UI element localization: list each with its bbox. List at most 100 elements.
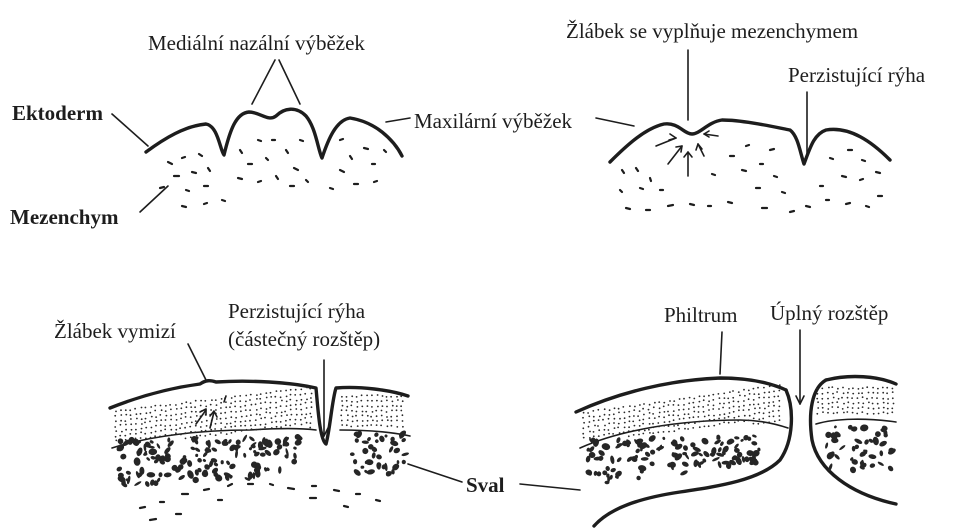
muscle-fiber <box>260 452 266 456</box>
stipple-dot <box>149 421 151 423</box>
stipple-dot <box>206 425 208 427</box>
muscle-fiber <box>875 431 882 438</box>
stipple-dot <box>827 398 829 400</box>
stipple-dot <box>628 426 630 428</box>
stipple-dot <box>235 417 237 419</box>
stipple-dot <box>275 416 277 418</box>
stipple-dot <box>702 406 704 408</box>
stipple-dot <box>704 416 706 418</box>
stipple-dot <box>703 395 705 397</box>
stipple-dot <box>593 435 595 437</box>
muscle-fiber <box>649 461 656 467</box>
stipple-dot <box>175 424 177 426</box>
stipple-dot <box>400 395 402 397</box>
panel4-muscle-layer <box>585 424 897 485</box>
stipple-dot <box>161 409 163 411</box>
stipple-dot <box>180 434 182 436</box>
stipple-dot <box>632 430 634 432</box>
stipple-dot <box>732 390 734 392</box>
stipple-dot <box>709 419 711 421</box>
stipple-dot <box>266 408 268 410</box>
stipple-dot <box>648 417 650 419</box>
stipple-dot <box>744 415 746 417</box>
stipple-dot <box>130 414 132 416</box>
stipple-dot <box>599 416 601 418</box>
stipple-dot <box>852 393 854 395</box>
stipple-dot <box>688 422 690 424</box>
stipple-dot <box>883 402 885 404</box>
stipple-dot <box>658 416 660 418</box>
muscle-fiber <box>235 449 239 458</box>
stipple-dot <box>624 427 626 429</box>
stipple-dot <box>698 406 700 408</box>
stipple-dot <box>868 392 870 394</box>
muscle-fiber <box>164 472 172 478</box>
stipple-dot <box>592 410 594 412</box>
stipple-dot <box>677 424 679 426</box>
stipple-dot <box>588 426 590 428</box>
stipple-dot <box>342 405 344 407</box>
stipple-dot <box>135 429 137 431</box>
muscle-fiber <box>375 454 382 461</box>
stipple-dot <box>149 412 151 414</box>
stipple-dot <box>239 395 241 397</box>
stipple-dot <box>286 401 288 403</box>
mesenchyme-label: Mezenchym <box>10 205 119 229</box>
stipple-dot <box>738 409 740 411</box>
muscle-fiber <box>635 448 641 454</box>
stipple-dot <box>733 417 735 419</box>
stipple-dot <box>778 410 780 412</box>
stipple-dot <box>129 433 131 435</box>
stipple-dot <box>186 406 188 408</box>
stipple-dot <box>654 417 656 419</box>
stipple-dot <box>175 414 177 416</box>
stipple-dot <box>891 411 893 413</box>
stipple-dot <box>367 400 369 402</box>
stipple-dot <box>858 407 860 409</box>
stipple-dot <box>150 437 152 439</box>
muscle-fiber <box>374 439 379 444</box>
muscle-fiber <box>360 465 364 469</box>
muscle-fiber <box>119 453 127 461</box>
muscle-fiber <box>877 461 884 467</box>
stipple-dot <box>608 429 610 431</box>
stipple-dot <box>159 414 161 416</box>
muscle-fiber <box>263 467 267 472</box>
medial-nasal-pointer-left <box>252 60 275 104</box>
muscle-fiber <box>702 450 711 458</box>
stipple-dot <box>347 414 349 416</box>
stipple-dot <box>260 402 262 404</box>
stipple-dot <box>190 431 192 433</box>
stipple-dot <box>214 428 216 430</box>
stipple-dot <box>733 400 735 402</box>
stipple-dot <box>382 405 384 407</box>
stipple-dot <box>376 400 378 402</box>
stipple-dot <box>220 428 222 430</box>
stipple-dot <box>256 413 258 415</box>
stipple-dot <box>286 414 288 416</box>
muscle-fiber <box>879 450 883 456</box>
muscle-fiber <box>641 457 649 461</box>
stipple-dot <box>653 406 655 408</box>
stipple-dot <box>707 404 709 406</box>
persistent-groove-label: Perzistující rýha <box>788 63 926 87</box>
stipple-dot <box>350 426 352 428</box>
stipple-dot <box>777 395 779 397</box>
stipple-dot <box>249 420 251 422</box>
stipple-dot <box>306 399 308 401</box>
stipple-dot <box>638 434 640 436</box>
stipple-dot <box>588 415 590 417</box>
stipple-dot <box>201 421 203 423</box>
stipple-dot <box>598 429 600 431</box>
stipple-dot <box>663 402 665 404</box>
stipple-dot <box>402 420 404 422</box>
stipple-dot <box>617 427 619 429</box>
stipple-dot <box>164 429 166 431</box>
stipple-dot <box>224 426 226 428</box>
stipple-dot <box>244 405 246 407</box>
stipple-dot <box>652 432 654 434</box>
stipple-dot <box>184 427 186 429</box>
stipple-dot <box>170 419 172 421</box>
stipple-dot <box>235 411 237 413</box>
stipple-dot <box>367 420 369 422</box>
